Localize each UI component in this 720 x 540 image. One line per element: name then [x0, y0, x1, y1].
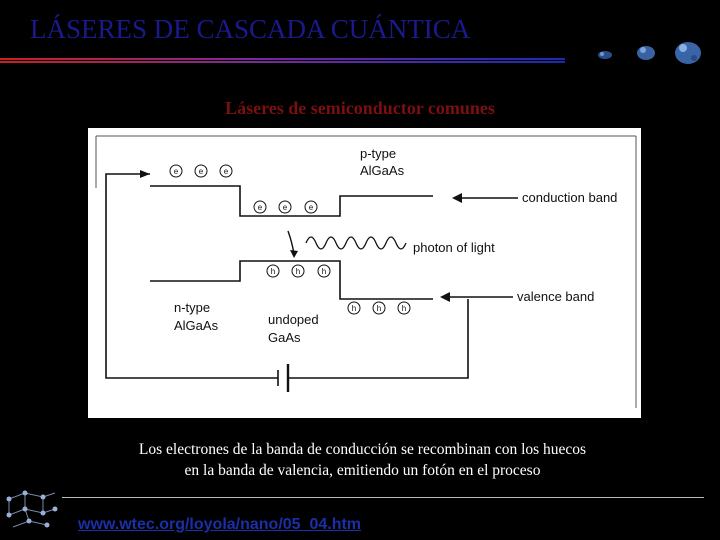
- electron-icon: e: [253, 200, 267, 214]
- svg-text:e: e: [258, 203, 263, 212]
- hole-icon: h: [317, 264, 331, 278]
- photon-label: photon of light: [413, 240, 495, 255]
- slide-subtitle: Láseres de semiconductor comunes: [225, 98, 495, 118]
- conduction-band-line: [150, 185, 433, 217]
- arrow-head-icon: [140, 170, 150, 178]
- charge-carriers: e e e e e e h h h h h h: [169, 164, 411, 315]
- hole-icon: h: [266, 264, 280, 278]
- band-diagram-panel: e e e e e e h h h h h h: [88, 128, 641, 418]
- svg-text:h: h: [296, 267, 300, 276]
- svg-text:h: h: [377, 304, 381, 313]
- electron-icon: e: [219, 164, 233, 178]
- circuit-wire: [105, 173, 469, 379]
- electron-icon: e: [304, 200, 318, 214]
- valence-band-line: [150, 260, 433, 300]
- svg-text:e: e: [174, 167, 179, 176]
- hole-icon: h: [372, 301, 386, 315]
- conduction-band-label: conduction band: [522, 190, 617, 205]
- svg-text:h: h: [271, 267, 275, 276]
- electron-icon: e: [194, 164, 208, 178]
- title-underline: [0, 58, 565, 63]
- battery-icon: [277, 364, 290, 392]
- conduction-band-arrow-icon: [452, 193, 518, 203]
- p-type-label: p-type: [360, 146, 396, 161]
- slide-caption: Los electrones de la banda de conducción…: [80, 439, 645, 481]
- footer-divider: [62, 497, 704, 498]
- undoped-material-label: GaAs: [268, 330, 301, 345]
- svg-text:h: h: [352, 304, 356, 313]
- caption-line: en la banda de valencia, emitiendo un fo…: [184, 462, 541, 479]
- valence-band-arrow-icon: [440, 292, 513, 302]
- n-type-material-label: AlGaAs: [174, 318, 219, 333]
- undoped-label: undoped: [268, 312, 319, 327]
- hole-icon: h: [291, 264, 305, 278]
- hole-icon: h: [347, 301, 361, 315]
- n-type-label: n-type: [174, 300, 210, 315]
- p-type-material-label: AlGaAs: [360, 163, 405, 178]
- svg-text:e: e: [283, 203, 288, 212]
- electron-icon: e: [278, 200, 292, 214]
- svg-text:e: e: [309, 203, 314, 212]
- band-diagram: e e e e e e h h h h h h: [95, 135, 637, 408]
- svg-text:e: e: [199, 167, 204, 176]
- caption-line: Los electrones de la banda de conducción…: [138, 441, 587, 458]
- photon-wave-icon: [305, 236, 407, 250]
- svg-text:h: h: [402, 304, 406, 313]
- slide-title: LÁSERES DE CASCADA CUÁNTICA: [30, 14, 471, 44]
- source-link[interactable]: www.wtec.org/loyola/nano/05_04.htm: [78, 516, 362, 533]
- svg-text:h: h: [322, 267, 326, 276]
- decorative-blobs-icon: [598, 42, 701, 64]
- svg-text:e: e: [224, 167, 229, 176]
- recombination-arrow-icon: [287, 230, 298, 258]
- hole-icon: h: [397, 301, 411, 315]
- valence-band-label: valence band: [517, 289, 594, 304]
- molecule-logo-icon: [6, 490, 58, 528]
- electron-icon: e: [169, 164, 183, 178]
